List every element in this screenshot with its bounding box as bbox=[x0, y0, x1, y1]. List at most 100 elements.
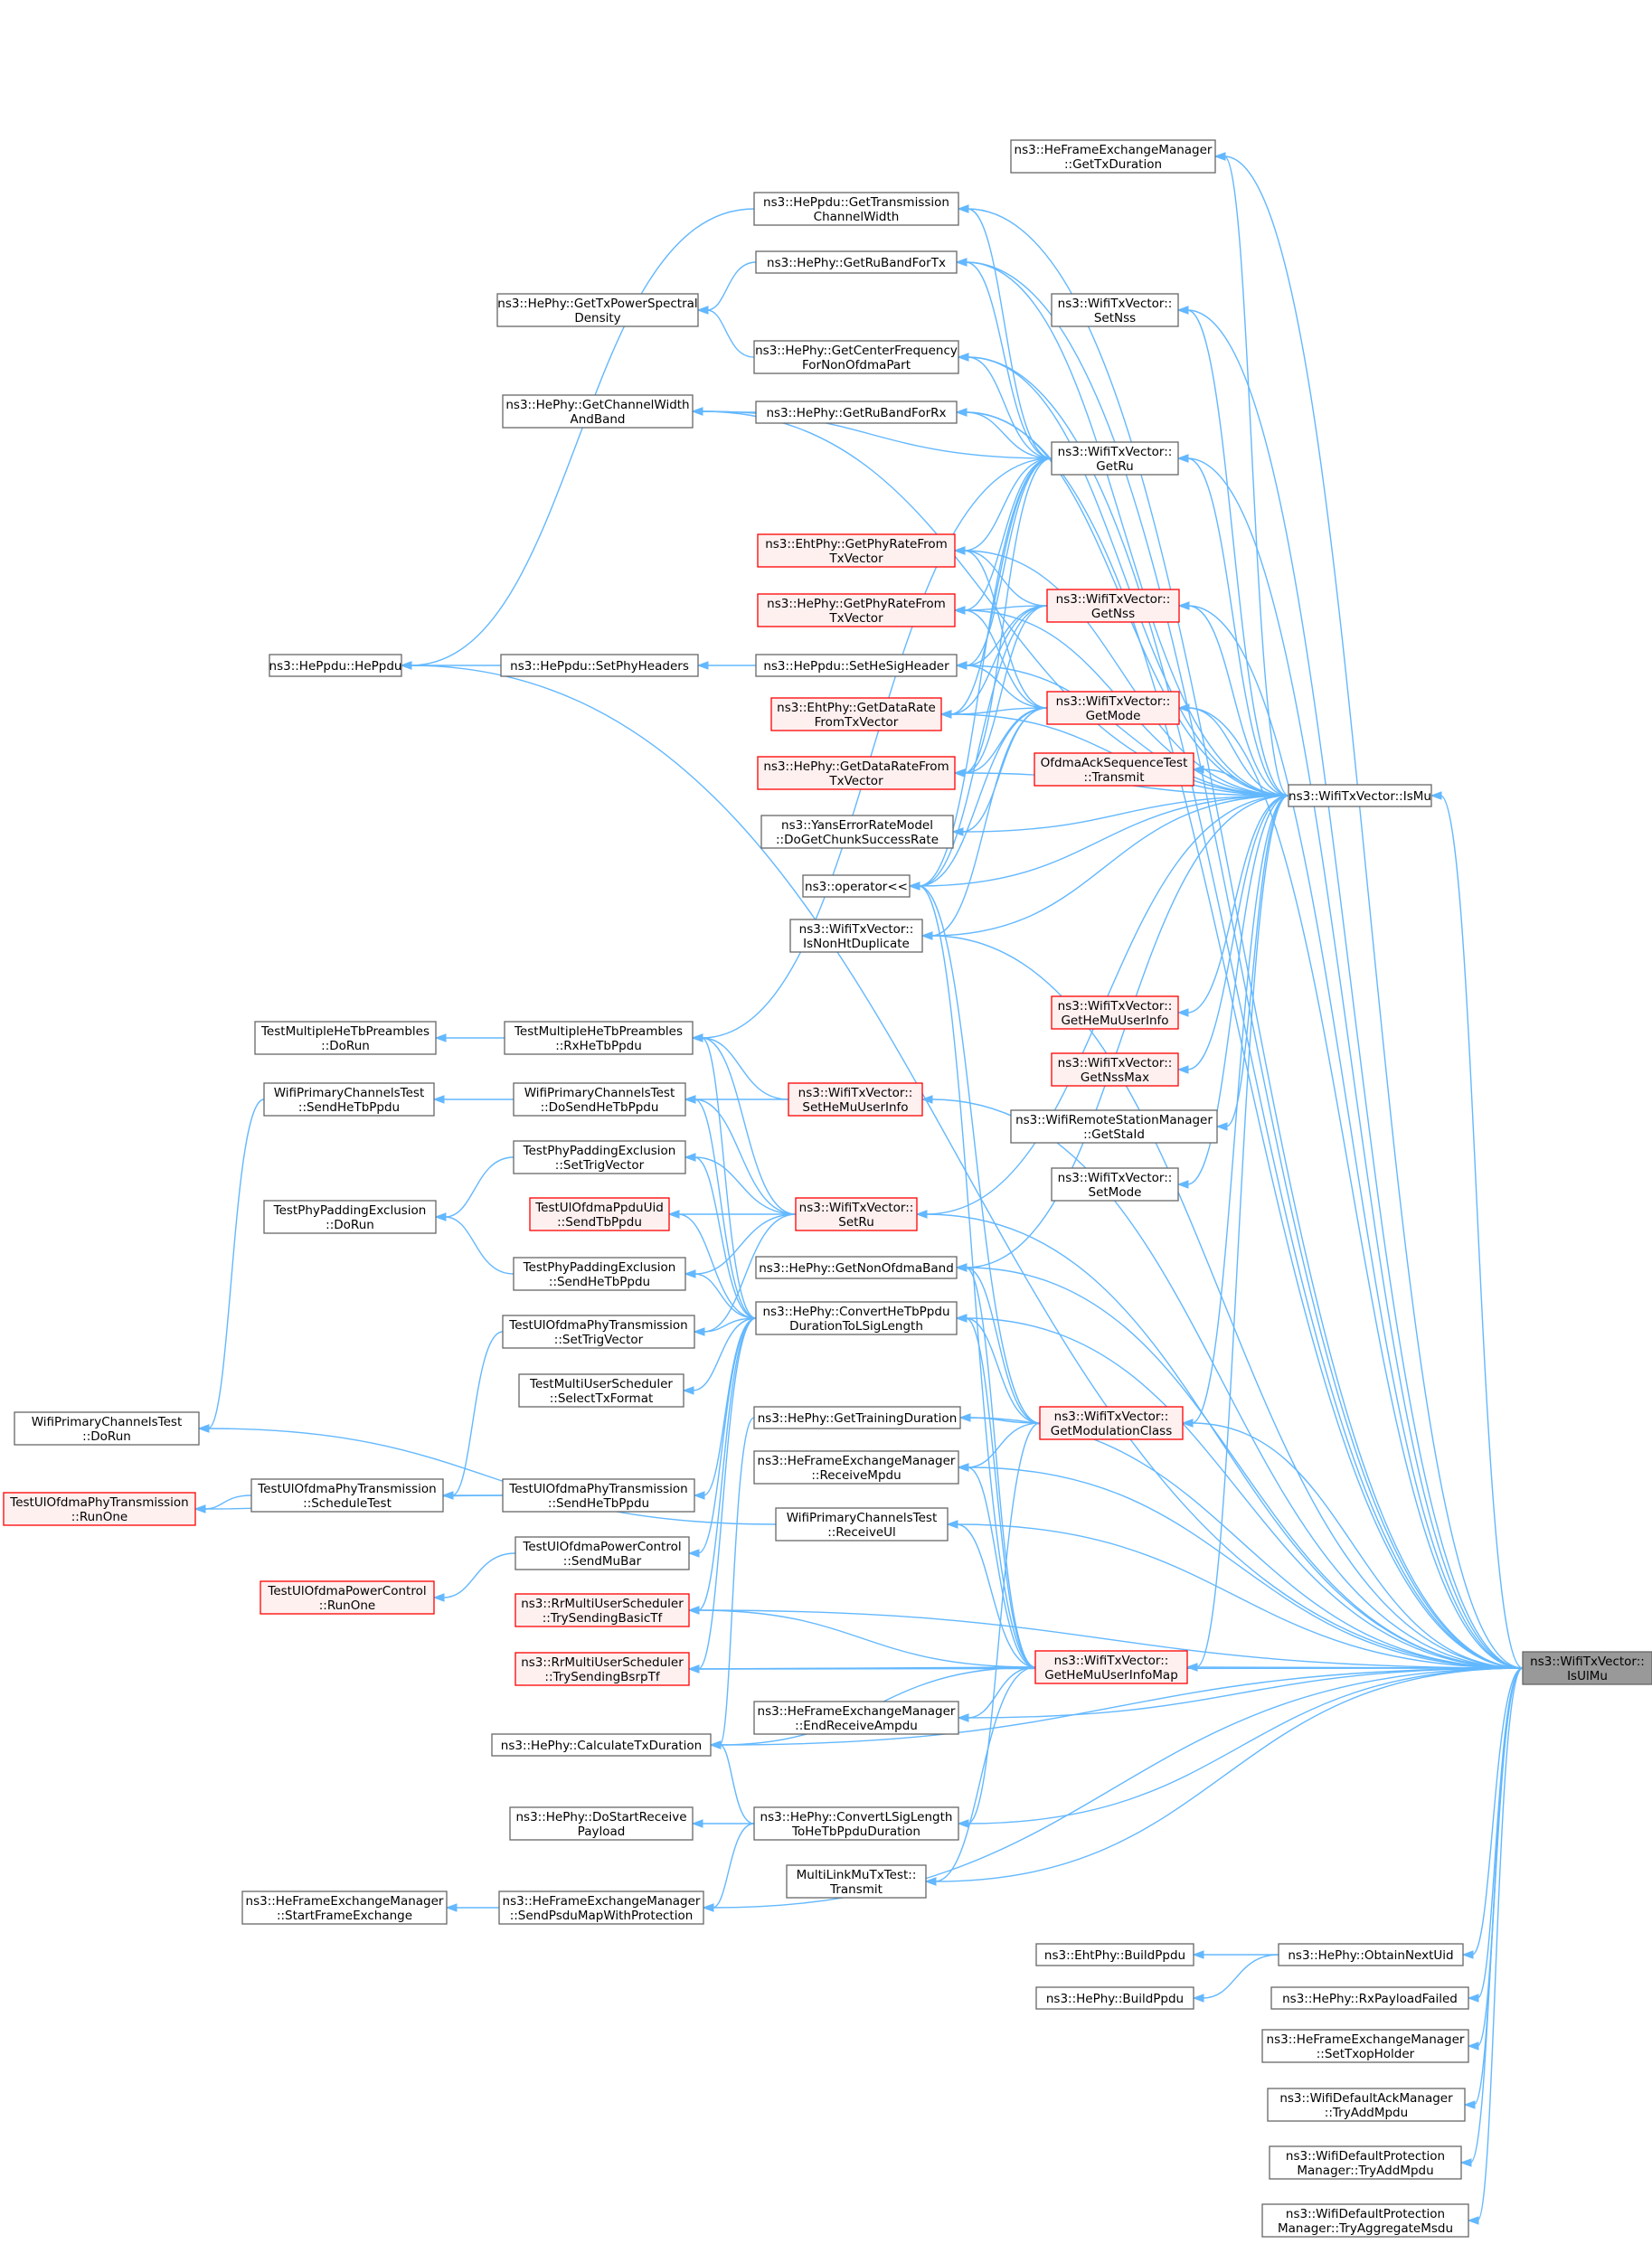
node-wpct-do-send-he-tb-ppdu[interactable]: WifiPrimaryChannelsTest::DoSendHeTbPpdu bbox=[513, 1082, 686, 1117]
node-set-he-mu-user-info[interactable]: ns3::WifiTxVector::SetHeMuUserInfo bbox=[788, 1082, 923, 1117]
node-obtain-next-uid[interactable]: ns3::HePhy::ObtainNextUid bbox=[1278, 1943, 1464, 1966]
node-get-he-mu-user-info-map[interactable]: ns3::WifiTxVector::GetHeMuUserInfoMap bbox=[1034, 1650, 1188, 1684]
edge-heFemReceiveMpdu-getHeMuUserInfoMap bbox=[957, 1463, 1036, 1668]
node-tuopt-send-he-tb-ppdu[interactable]: TestUlOfdmaPhyTransmission::SendHeTbPpdu bbox=[502, 1478, 695, 1513]
node-rr-try-sending-bsrp-tf[interactable]: ns3::RrMultiUserScheduler::TrySendingBsr… bbox=[514, 1652, 690, 1686]
node-is-non-ht-duplicate[interactable]: ns3::WifiTxVector::IsNonHtDuplicate bbox=[789, 919, 923, 953]
node-set-nss[interactable]: ns3::WifiTxVector::SetNss bbox=[1051, 293, 1179, 327]
node-he-ppdu-he-ppdu[interactable]: ns3::HePpdu::HePpdu bbox=[269, 654, 402, 677]
edge-line bbox=[934, 1667, 1524, 1882]
node-box bbox=[755, 401, 958, 424]
node-set-phy-headers[interactable]: ns3::HePpdu::SetPhyHeaders bbox=[500, 654, 699, 677]
node-wpct-receive-ul[interactable]: WifiPrimaryChannelsTest::ReceiveUl bbox=[775, 1507, 949, 1542]
edge-getStaId-isMu bbox=[1215, 795, 1289, 1131]
node-ofdma-ack-transmit[interactable]: OfdmaAckSequenceTest::Transmit bbox=[1034, 752, 1194, 787]
node-get-modulation-class[interactable]: ns3::WifiTxVector::GetModulationClass bbox=[1039, 1406, 1184, 1440]
edge-line bbox=[963, 457, 1053, 774]
node-tppe-send-he-tb-ppdu[interactable]: TestPhyPaddingExclusion::SendHeTbPpdu bbox=[513, 1257, 686, 1291]
node-prot-try-aggregate-msdu[interactable]: ns3::WifiDefaultProtectionManager::TryAg… bbox=[1261, 2203, 1469, 2238]
edge-arrowhead bbox=[955, 258, 968, 267]
node-get-ru[interactable]: ns3::WifiTxVector::GetRu bbox=[1051, 441, 1179, 476]
edge-line bbox=[949, 707, 1048, 715]
node-label: ns3::WifiTxVector:: bbox=[1530, 1655, 1645, 1669]
edge-getHeMuUserInfoMap-isMu bbox=[1185, 795, 1289, 1672]
node-box bbox=[1010, 1109, 1218, 1144]
node-tuopt-schedule-test[interactable]: TestUlOfdmaPhyTransmission::ScheduleTest bbox=[250, 1478, 444, 1513]
node-yans-do-get-chunk[interactable]: ns3::YansErrorRateModel::DoGetChunkSucce… bbox=[760, 815, 954, 849]
edge-operatorLsh-getMode bbox=[908, 707, 1048, 891]
node-wpct-send-he-tb-ppdu[interactable]: WifiPrimaryChannelsTest::SendHeTbPpdu bbox=[263, 1082, 435, 1117]
node-he-fem-send-psdu-map[interactable]: ns3::HeFrameExchangeManager::SendPsduMap… bbox=[498, 1890, 704, 1925]
node-tmhp-do-run[interactable]: TestMultipleHeTbPreambles::DoRun bbox=[254, 1021, 437, 1055]
edge-line bbox=[965, 795, 1289, 1268]
node-is-mu[interactable]: ns3::WifiTxVector::IsMu bbox=[1288, 784, 1432, 807]
node-label: ::SetTrigVector bbox=[555, 1158, 645, 1173]
edge-arrowhead bbox=[957, 1713, 969, 1722]
node-rx-payload-failed[interactable]: ns3::HePhy::RxPayloadFailed bbox=[1270, 1986, 1469, 2010]
node-box bbox=[770, 697, 942, 731]
node-tuopc-run-one[interactable]: TestUlOfdmaPowerControl::RunOne bbox=[260, 1580, 435, 1615]
node-he-fem-get-tx-duration[interactable]: ns3::HeFrameExchangeManager::GetTxDurati… bbox=[1010, 139, 1216, 174]
edge-tuoptSetTrigVector-convertHeTbPpdu bbox=[693, 1317, 757, 1336]
node-rr-try-sending-basic-tf[interactable]: ns3::RrMultiUserScheduler::TrySendingBas… bbox=[514, 1593, 690, 1627]
node-he-build-ppdu[interactable]: ns3::HePhy::BuildPpdu bbox=[1035, 1986, 1194, 2010]
node-box bbox=[753, 1450, 959, 1485]
node-label: ns3::operator<< bbox=[805, 880, 908, 894]
node-set-txop-holder[interactable]: ns3::HeFrameExchangeManager::SetTxopHold… bbox=[1261, 2029, 1469, 2063]
node-label: OfdmaAckSequenceTest bbox=[1041, 756, 1188, 770]
node-label: ns3::WifiDefaultAckManager bbox=[1279, 2091, 1453, 2106]
node-get-he-mu-user-info[interactable]: ns3::WifiTxVector::GetHeMuUserInfo bbox=[1051, 995, 1179, 1030]
node-set-ru[interactable]: ns3::WifiTxVector::SetRu bbox=[795, 1197, 918, 1231]
node-convert-he-tb-ppdu[interactable]: ns3::HePhy::ConvertHeTbPpduDurationToLSi… bbox=[755, 1301, 958, 1335]
node-get-center-freq[interactable]: ns3::HePhy::GetCenterFrequencyForNonOfdm… bbox=[753, 340, 959, 374]
node-set-mode[interactable]: ns3::WifiTxVector::SetMode bbox=[1051, 1167, 1179, 1202]
edge-line bbox=[1471, 1667, 1524, 1956]
node-tppe-set-trig-vector[interactable]: TestPhyPaddingExclusion::SetTrigVector bbox=[513, 1140, 686, 1174]
node-ack-try-add-mpdu[interactable]: ns3::WifiDefaultAckManager::TryAddMpdu bbox=[1267, 2088, 1466, 2122]
node-tmus-select-tx-format[interactable]: TestMultiUserScheduler::SelectTxFormat bbox=[518, 1373, 684, 1408]
node-he-fem-end-receive-ampdu[interactable]: ns3::HeFrameExchangeManager::EndReceiveA… bbox=[753, 1701, 959, 1735]
edge-getTrainingDuration-getModulationClass bbox=[958, 1413, 1041, 1424]
node-box bbox=[1046, 691, 1180, 725]
node-wpct-do-run[interactable]: WifiPrimaryChannelsTest::DoRun bbox=[14, 1411, 200, 1446]
node-label: FromTxVector bbox=[815, 715, 899, 730]
edge-getTxPowerSpectral-getRuBandForTx bbox=[696, 261, 757, 315]
node-mlm-transmit[interactable]: MultiLinkMuTxTest::Transmit bbox=[786, 1864, 927, 1899]
node-tppe-do-run[interactable]: TestPhyPaddingExclusion::DoRun bbox=[263, 1200, 437, 1234]
node-get-training-duration[interactable]: ns3::HePhy::GetTrainingDuration bbox=[753, 1406, 961, 1429]
node-tuopc-send-mu-bar[interactable]: TestUlOfdmaPowerControl::SendMuBar bbox=[514, 1536, 690, 1570]
node-get-sta-id[interactable]: ns3::WifiRemoteStationManager::GetStaId bbox=[1010, 1109, 1218, 1144]
node-operator-lsh[interactable]: ns3::operator<< bbox=[802, 874, 911, 898]
node-prot-try-add-mpdu[interactable]: ns3::WifiDefaultProtectionManager::TryAd… bbox=[1269, 2145, 1462, 2180]
node-set-he-sig-header[interactable]: ns3::HePpdu::SetHeSigHeader bbox=[755, 654, 958, 677]
node-convert-l-sig-length[interactable]: ns3::HePhy::ConvertLSigLengthToHeTbPpduD… bbox=[753, 1806, 959, 1841]
node-box bbox=[755, 654, 958, 677]
node-box bbox=[755, 1256, 958, 1279]
node-tuopu-send-tb-ppdu[interactable]: TestUlOfdmaPpduUid::SendTbPpdu bbox=[529, 1197, 670, 1231]
node-get-ru-band-for-rx[interactable]: ns3::HePhy::GetRuBandForRx bbox=[755, 401, 958, 424]
node-get-nss-max[interactable]: ns3::WifiTxVector::GetNssMax bbox=[1051, 1052, 1179, 1087]
node-root[interactable]: ns3::WifiTxVector::IsUlMu bbox=[1522, 1651, 1652, 1685]
node-eht-build-ppdu[interactable]: ns3::EhtPhy::BuildPpdu bbox=[1035, 1943, 1194, 1966]
node-label: ns3::HeFrameExchangeManager bbox=[246, 1894, 444, 1909]
node-he-fem-receive-mpdu[interactable]: ns3::HeFrameExchangeManager::ReceiveMpdu bbox=[753, 1450, 959, 1485]
node-tmhp-rx-he-tb-ppdu[interactable]: TestMultipleHeTbPreambles::RxHeTbPpdu bbox=[504, 1021, 694, 1055]
node-get-mode[interactable]: ns3::WifiTxVector::GetMode bbox=[1046, 691, 1180, 725]
node-get-ru-band-for-tx[interactable]: ns3::HePhy::GetRuBandForTx bbox=[755, 250, 958, 274]
node-calculate-tx-duration[interactable]: ns3::HePhy::CalculateTxDuration bbox=[491, 1733, 712, 1757]
node-box bbox=[1051, 995, 1179, 1030]
node-he-fem-start-frame-exchange[interactable]: ns3::HeFrameExchangeManager::StartFrameE… bbox=[241, 1890, 448, 1925]
node-box bbox=[1035, 1943, 1194, 1966]
node-get-nss[interactable]: ns3::WifiTxVector::GetNss bbox=[1046, 589, 1180, 623]
node-get-non-ofdma-band[interactable]: ns3::HePhy::GetNonOfdmaBand bbox=[755, 1256, 958, 1279]
node-tuopt-run-one[interactable]: TestUlOfdmaPhyTransmission::RunOne bbox=[3, 1492, 196, 1526]
node-tuopt-set-trig-vector[interactable]: TestUlOfdmaPhyTransmission::SetTrigVecto… bbox=[502, 1315, 695, 1349]
